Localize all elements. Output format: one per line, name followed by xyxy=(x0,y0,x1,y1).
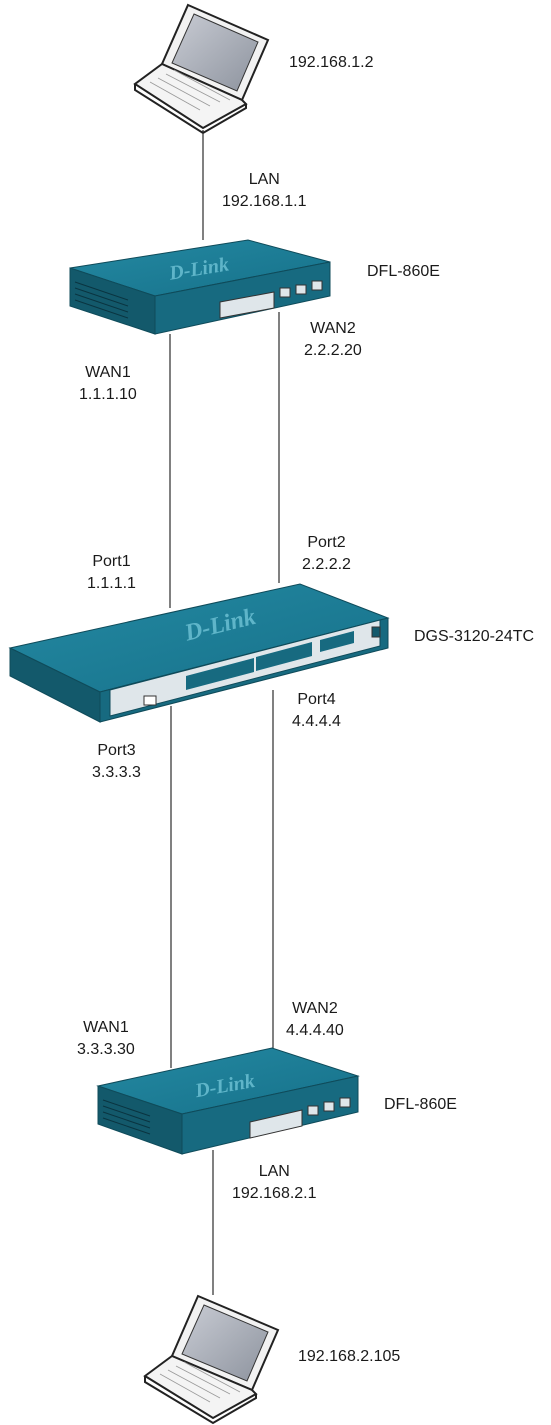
laptop-bottom-ip: 192.168.2.105 xyxy=(298,1348,401,1365)
laptop-bottom-icon xyxy=(143,1294,280,1425)
laptop-top-ip: 192.168.1.2 xyxy=(289,54,374,71)
firewall-bottom-lan-label: LAN 192.168.2.1 xyxy=(232,1161,317,1205)
wan1-name: WAN1 xyxy=(85,364,131,381)
wan2-name: WAN2 xyxy=(310,320,356,337)
firewall-top-lan-label: LAN 192.168.1.1 xyxy=(222,169,307,213)
switch-port4-label: Port4 4.4.4.4 xyxy=(292,689,341,733)
laptop-top-icon xyxy=(133,3,270,135)
port3-ip: 3.3.3.3 xyxy=(92,764,141,781)
wan2-ip: 2.2.2.20 xyxy=(304,342,362,359)
port1-ip: 1.1.1.1 xyxy=(87,575,136,592)
firewall-bottom-icon: D-Link xyxy=(96,1047,360,1155)
lan-ip: 192.168.1.1 xyxy=(222,193,307,210)
firewall-bottom-wan1-label: WAN1 3.3.3.30 xyxy=(77,1017,135,1061)
wan2-name: WAN2 xyxy=(292,1000,338,1017)
lan-name: LAN xyxy=(248,171,280,188)
firewall-bottom-model: DFL-860E xyxy=(384,1096,457,1113)
firewall-top-model: DFL-860E xyxy=(367,263,440,280)
wan1-ip: 1.1.1.10 xyxy=(79,386,137,403)
port1-name: Port1 xyxy=(92,553,131,570)
switch-port3-label: Port3 3.3.3.3 xyxy=(92,740,141,784)
switch-icon: D-Link xyxy=(8,583,390,723)
wan1-ip: 3.3.3.30 xyxy=(77,1041,135,1058)
lan-name: LAN xyxy=(258,1163,290,1180)
wan1-name: WAN1 xyxy=(83,1019,129,1036)
lan-ip: 192.168.2.1 xyxy=(232,1185,317,1202)
switch-model: DGS-3120-24TC xyxy=(414,628,535,645)
port4-ip: 4.4.4.4 xyxy=(292,713,341,730)
firewall-top-wan1-label: WAN1 1.1.1.10 xyxy=(79,362,137,406)
firewall-bottom-wan2-label: WAN2 4.4.4.40 xyxy=(286,998,344,1042)
port3-name: Port3 xyxy=(97,742,136,759)
port2-name: Port2 xyxy=(307,534,346,551)
switch-port2-label: Port2 2.2.2.2 xyxy=(302,532,351,576)
wan2-ip: 4.4.4.40 xyxy=(286,1022,344,1039)
firewall-top-wan2-label: WAN2 2.2.2.20 xyxy=(304,318,362,362)
switch-port1-label: Port1 1.1.1.1 xyxy=(87,551,136,595)
port2-ip: 2.2.2.2 xyxy=(302,556,351,573)
firewall-top-icon: D-Link xyxy=(69,239,331,335)
port4-name: Port4 xyxy=(297,691,336,708)
connection-lines xyxy=(169,130,280,1295)
